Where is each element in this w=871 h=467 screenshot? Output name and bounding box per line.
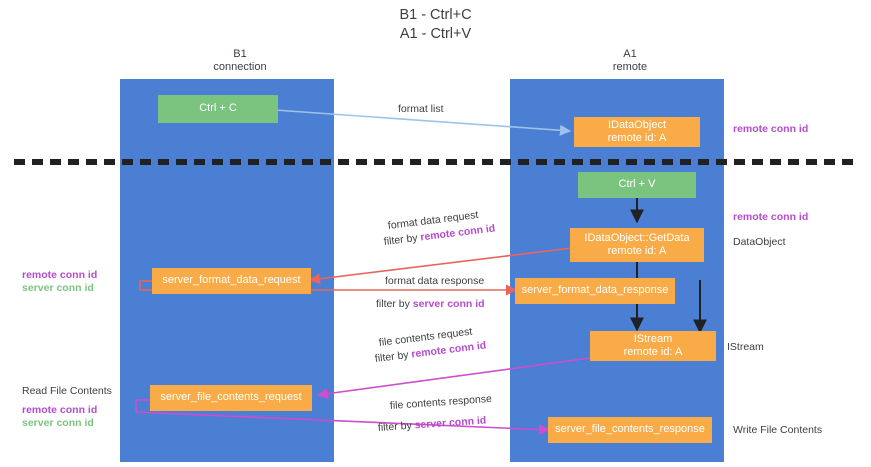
filter-prefix: filter by [376,298,413,310]
arrow-file-contents-request [316,357,591,400]
node-ctrl-c[interactable]: Ctrl + C [158,95,278,123]
edge-label-format-list: format list [398,103,444,115]
node-server-file-contents-response[interactable]: server_file_contents_response [548,417,712,443]
annotation-left-remote-conn-id-2: remote conn id [22,404,98,416]
node-idataobject-getdata[interactable]: IDataObject::GetData remote id: A [570,228,704,262]
edge-label-format-data-response: format data response [385,275,485,287]
node-istream[interactable]: IStream remote id: A [590,331,716,361]
node-ctrl-v[interactable]: Ctrl + V [578,172,696,198]
arrow-format-data-response [139,280,518,296]
node-server-file-contents-request[interactable]: server_file_contents_request [150,385,312,411]
lane-header-b1: B1 connection [213,48,267,73]
annotation-left-server-conn-id-2: server conn id [22,417,94,429]
page-title: B1 - Ctrl+C A1 - Ctrl+V [399,7,472,42]
lane-header-a1: A1 remote [612,48,648,73]
edge-label-format-data-response-filter: filter by server conn id [376,298,485,311]
annotation-right-remote-conn-id-top: remote conn id [733,123,809,135]
node-server-format-data-response[interactable]: server_format_data_response [515,278,675,304]
node-idataobject[interactable]: IDataObject remote id: A [574,117,700,147]
annotation-right-write-file-contents: Write File Contents [733,424,823,436]
node-server-format-data-request[interactable]: server_format_data_request [152,268,311,294]
filter-prefix: filter by [377,419,416,434]
annotation-right-remote-conn-id-mid: remote conn id [733,211,809,223]
annotation-right-dataobject: DataObject [733,236,786,248]
arrow-format-data-request [308,247,573,285]
annotation-left-remote-conn-id: remote conn id [22,269,98,281]
filter-key-server-conn-id: server conn id [412,298,485,310]
annotation-left-server-conn-id: server conn id [22,282,94,294]
arrow-file-contents-response [135,399,551,436]
annotation-right-istream: IStream [727,341,764,353]
arrow-format-list [274,109,572,136]
annotation-left-read-file-contents: Read File Contents [22,385,112,397]
